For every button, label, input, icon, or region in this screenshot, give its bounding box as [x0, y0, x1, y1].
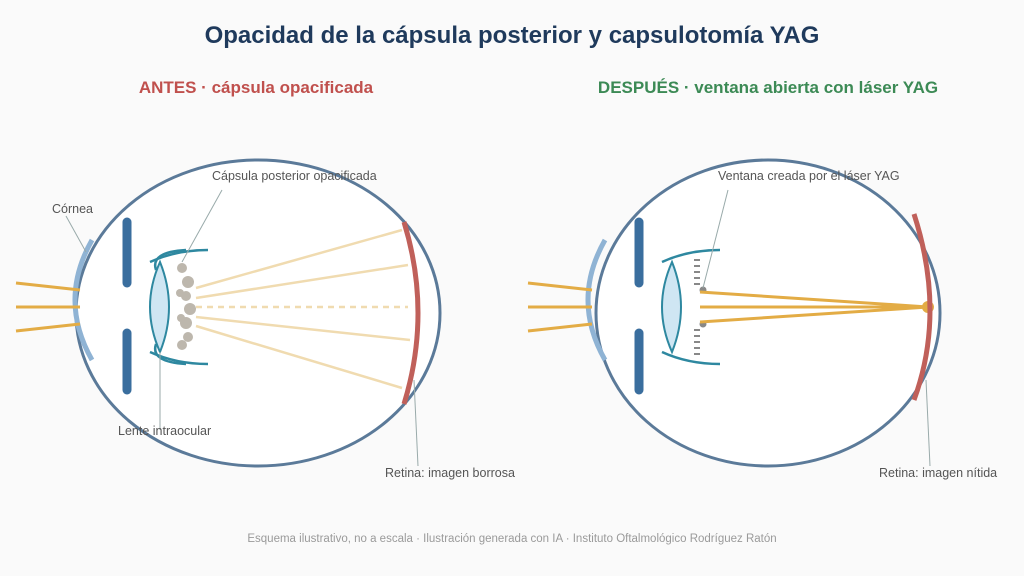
page-title: Opacidad de la cápsula posterior y capsu…: [204, 22, 820, 49]
capsule-arc-after: [661, 248, 721, 366]
eye-globe-before: [74, 158, 442, 468]
opacified-capsule: [176, 263, 196, 350]
label-lens: Lente intraocular: [118, 424, 212, 438]
eye-after: [527, 158, 942, 468]
label-retina-after: Retina: imagen nítida: [879, 466, 998, 480]
cornea-before: [72, 238, 95, 362]
leader-retina-after: [925, 379, 931, 467]
capsule-remnant: [694, 259, 700, 355]
capsule-arc-before: [149, 248, 209, 366]
eye-globe-after: [594, 158, 942, 468]
light-ray-in: [527, 281, 593, 292]
retina-after: [911, 213, 933, 401]
label-capsule: Cápsula posterior opacificada: [212, 169, 377, 183]
retina-before: [401, 221, 421, 405]
leader-retina-before: [413, 379, 419, 467]
light-ray-in: [15, 322, 81, 333]
leader-capsule: [181, 189, 223, 263]
label-retina-before: Retina: imagen borrosa: [385, 466, 515, 480]
label-cornea: Córnea: [52, 202, 93, 216]
light-ray-in: [15, 281, 81, 292]
focused-light-rays: [699, 290, 929, 324]
before-heading: ANTES · cápsula opacificada: [138, 78, 374, 97]
cornea-after: [585, 238, 608, 362]
light-ray-in: [527, 322, 593, 333]
footer-note: Esquema ilustrativo, no a escala · Ilust…: [247, 533, 777, 545]
intraocular-lens-after: [661, 259, 682, 355]
leader-window: [702, 189, 729, 289]
after-heading: DESPUÉS · ventana abierta con láser YAG: [597, 78, 939, 97]
scattered-light-rays: [195, 228, 411, 390]
eye-before: [15, 158, 442, 468]
label-window: Ventana creada por el láser YAG: [718, 169, 900, 183]
leader-cornea: [65, 215, 87, 253]
